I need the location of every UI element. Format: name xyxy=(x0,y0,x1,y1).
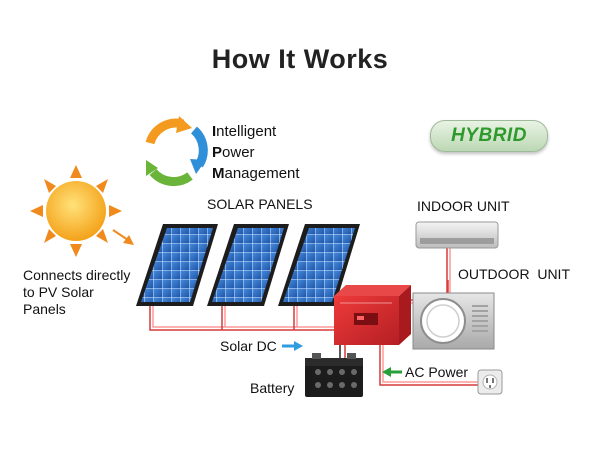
solar-panel-icon xyxy=(207,224,289,306)
connects-label: Connects directly to PV Solar Panels xyxy=(23,267,131,317)
battery-icon xyxy=(305,353,363,397)
inverter-icon xyxy=(334,285,411,345)
hybrid-badge: HYBRID xyxy=(430,120,548,152)
battery-wiring xyxy=(339,345,346,360)
outdoor-unit-icon xyxy=(412,292,495,350)
sun-icon xyxy=(30,165,122,257)
ac-power-label: AC Power xyxy=(405,364,469,380)
cycle-arrows-icon xyxy=(145,116,208,187)
indoor-unit-label: INDOOR UNIT xyxy=(417,198,510,214)
solar-panels-label: SOLAR PANELS xyxy=(207,196,313,212)
ipm-line-2: Power xyxy=(212,144,255,161)
dc-arrow-icon xyxy=(282,341,303,351)
page-title: How It Works xyxy=(211,44,389,74)
ipm-line-1: Intelligent xyxy=(212,123,277,140)
solar-panel-icon xyxy=(136,224,218,306)
battery-label: Battery xyxy=(250,380,295,396)
ipm-text: Intelligent Power Management xyxy=(212,121,300,184)
solar-panel-icon xyxy=(278,224,360,306)
wall-socket-icon xyxy=(477,369,503,395)
sun-ray-arrow-icon xyxy=(112,229,134,245)
hybrid-badge-label: HYBRID xyxy=(451,125,527,146)
dc-wiring xyxy=(149,306,340,331)
ipm-line-3: Management xyxy=(212,165,300,182)
indoor-unit-icon xyxy=(415,221,499,249)
solar-dc-label: Solar DC xyxy=(220,338,277,354)
ac-arrow-icon xyxy=(382,367,402,377)
outdoor-unit-label: OUTDOOR UNIT xyxy=(458,266,570,282)
